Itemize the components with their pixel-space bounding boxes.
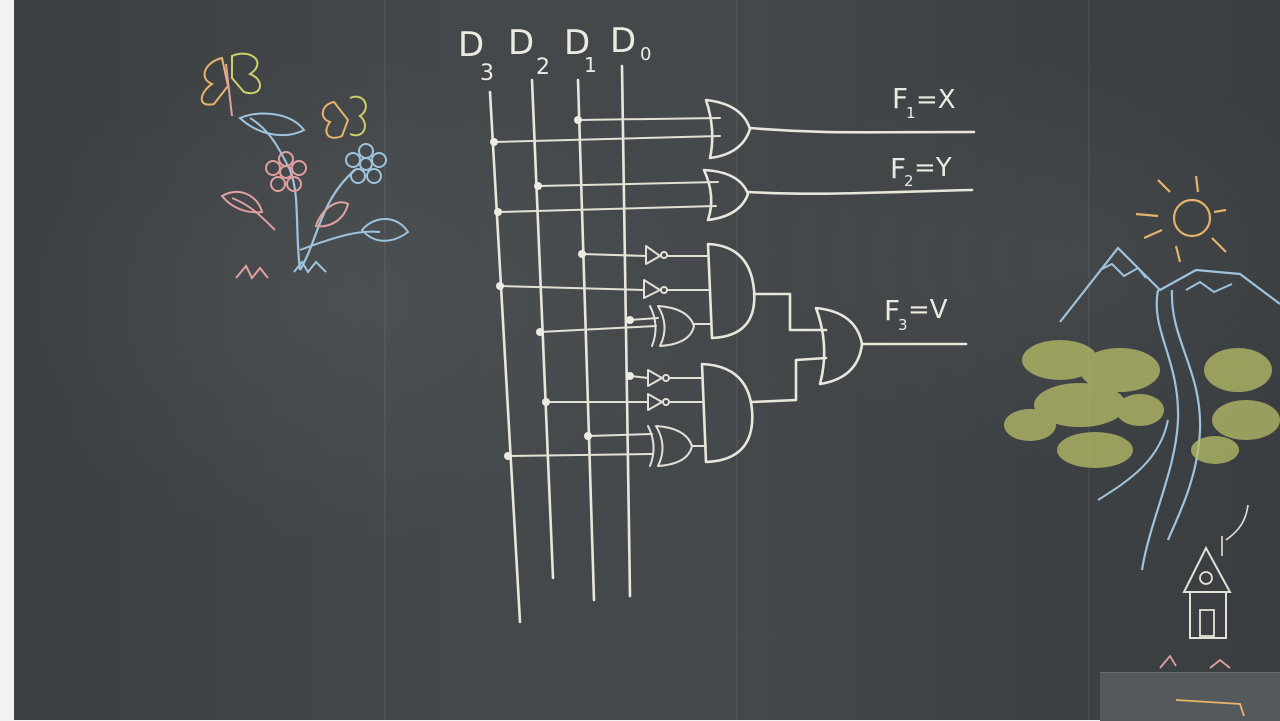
flower-doodle bbox=[200, 52, 410, 280]
output-label-f3-name: F bbox=[884, 294, 900, 327]
input-label-d3-name: D bbox=[458, 25, 484, 65]
input-labels: D 3 D 2 D 1 D 0 bbox=[458, 21, 651, 86]
rail-d0 bbox=[620, 64, 632, 598]
output-label-f2-name: F bbox=[890, 152, 906, 185]
board-panel-seam bbox=[736, 0, 738, 720]
output-label-f1-eq: =X bbox=[916, 85, 956, 115]
input-label-d3-sub: 3 bbox=[480, 61, 494, 86]
and-gate-upper bbox=[496, 242, 756, 347]
output-label-f3-sub: 3 bbox=[898, 316, 908, 334]
or-gate-f1 bbox=[490, 98, 976, 160]
house bbox=[1182, 545, 1232, 593]
input-label-d1-name: D bbox=[564, 23, 590, 63]
rail-d3 bbox=[488, 90, 522, 624]
rail-d1 bbox=[576, 78, 596, 602]
input-label-d0-sub: 0 bbox=[640, 44, 651, 65]
board-panel-seam bbox=[384, 0, 386, 720]
landscape-doodle bbox=[1004, 175, 1280, 717]
sun bbox=[1172, 198, 1212, 238]
and-gate-lower bbox=[504, 362, 754, 467]
output-label-f3-eq: =V bbox=[908, 295, 948, 325]
or-gate-f2 bbox=[494, 168, 974, 222]
or-gate-f3 bbox=[750, 292, 968, 404]
output-label-f1-sub: 1 bbox=[906, 104, 916, 122]
input-label-d0-name: D bbox=[610, 21, 636, 61]
logic-circuit bbox=[488, 64, 976, 624]
input-label-d1-sub: 1 bbox=[584, 53, 597, 77]
output-label-f2-eq: =Y bbox=[914, 153, 952, 183]
output-labels: F 1 =X F 2 =Y F 3 =V bbox=[884, 82, 956, 334]
chalk-tray bbox=[1100, 672, 1280, 721]
output-label-f1-name: F bbox=[892, 82, 908, 115]
output-label-f2-sub: 2 bbox=[904, 172, 914, 190]
input-label-d2-sub: 2 bbox=[536, 55, 550, 80]
input-label-d2-name: D bbox=[508, 23, 534, 63]
